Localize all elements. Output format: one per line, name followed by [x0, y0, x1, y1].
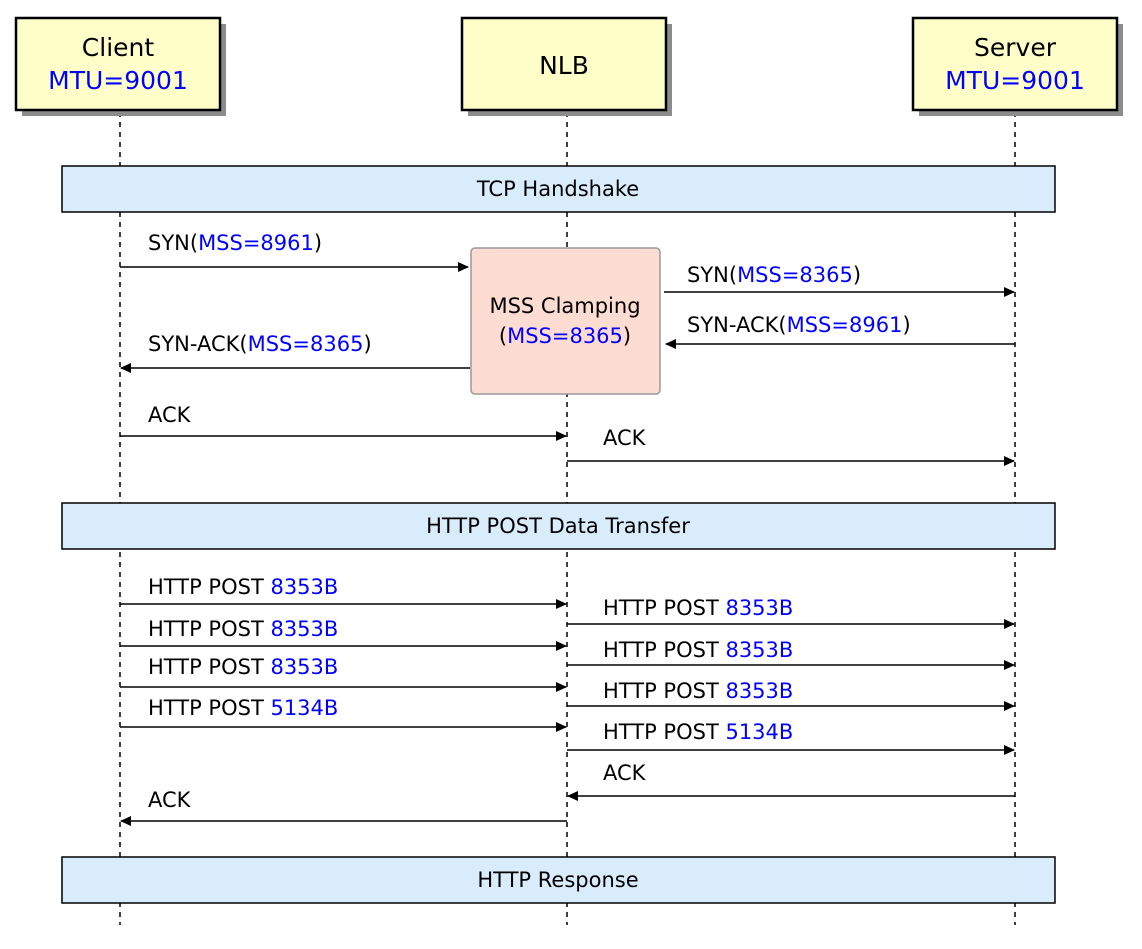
note-box	[470, 247, 661, 395]
message-label: ACK	[603, 426, 647, 450]
participant-server: Server MTU=9001	[911, 16, 1123, 116]
participant-box	[14, 16, 222, 112]
message-post-client-1: HTTP POST 8353B	[120, 575, 567, 609]
message-label: SYN-ACK(MSS=8961)	[687, 313, 911, 337]
divider-http-response: HTTP Response	[61, 856, 1056, 904]
divider-http-post: HTTP POST Data Transfer	[61, 502, 1056, 550]
message-label: HTTP POST 5134B	[603, 720, 793, 744]
message-label: HTTP POST 8353B	[148, 617, 338, 641]
message-post-client-4: HTTP POST 5134B	[120, 696, 567, 732]
message-label: HTTP POST 8353B	[603, 679, 793, 703]
message-ack-nlb-to-client: ACK	[120, 788, 567, 826]
participant-name: Client	[82, 33, 155, 62]
participant-mtu: MTU=9001	[945, 66, 1085, 95]
message-label: HTTP POST 8353B	[603, 638, 793, 662]
message-post-client-2: HTTP POST 8353B	[120, 617, 567, 651]
message-label: HTTP POST 5134B	[148, 696, 338, 720]
note-title: MSS Clamping	[489, 294, 640, 318]
note-value-line: (MSS=8365)	[499, 324, 631, 348]
message-label: HTTP POST 8353B	[148, 575, 338, 599]
message-syn-nlb: SYN(MSS=8365)	[664, 263, 1015, 297]
message-label: SYN(MSS=8961)	[148, 231, 322, 255]
message-post-client-3: HTTP POST 8353B	[120, 655, 567, 692]
message-post-nlb-2: HTTP POST 8353B	[567, 638, 1015, 670]
participant-mtu: MTU=9001	[48, 66, 188, 95]
message-syn-client: SYN(MSS=8961)	[120, 231, 469, 272]
participant-client: Client MTU=9001	[14, 16, 226, 116]
message-ack-server: ACK	[567, 761, 1015, 801]
participant-name: NLB	[539, 51, 589, 80]
divider-tcp-handshake: TCP Handshake	[61, 165, 1056, 213]
message-synack-server: SYN-ACK(MSS=8961)	[665, 313, 1015, 349]
divider-bar	[61, 502, 1056, 550]
message-post-nlb-3: HTTP POST 8353B	[567, 679, 1015, 711]
divider-label: HTTP POST Data Transfer	[426, 514, 690, 538]
message-ack-nlb: ACK	[567, 426, 1015, 466]
message-synack-nlb: SYN-ACK(MSS=8365)	[120, 332, 470, 373]
message-label: SYN(MSS=8365)	[687, 263, 861, 287]
message-label: ACK	[603, 761, 647, 785]
participant-nlb: NLB	[460, 16, 672, 116]
message-label: HTTP POST 8353B	[603, 596, 793, 620]
participant-name: Server	[974, 33, 1057, 62]
message-ack-client: ACK	[120, 403, 567, 441]
note-mss-clamping: MSS Clamping (MSS=8365)	[470, 247, 661, 395]
message-post-nlb-1: HTTP POST 8353B	[567, 596, 1015, 629]
message-label: SYN-ACK(MSS=8365)	[148, 332, 372, 356]
message-label: HTTP POST 8353B	[148, 655, 338, 679]
message-label: ACK	[148, 788, 192, 812]
participant-box	[911, 16, 1119, 112]
divider-label: TCP Handshake	[476, 177, 639, 201]
participant-box	[460, 16, 668, 112]
divider-label: HTTP Response	[477, 868, 638, 892]
message-label: ACK	[148, 403, 192, 427]
divider-bar	[61, 165, 1056, 213]
message-post-nlb-4: HTTP POST 5134B	[567, 720, 1015, 755]
divider-bar	[61, 856, 1056, 904]
